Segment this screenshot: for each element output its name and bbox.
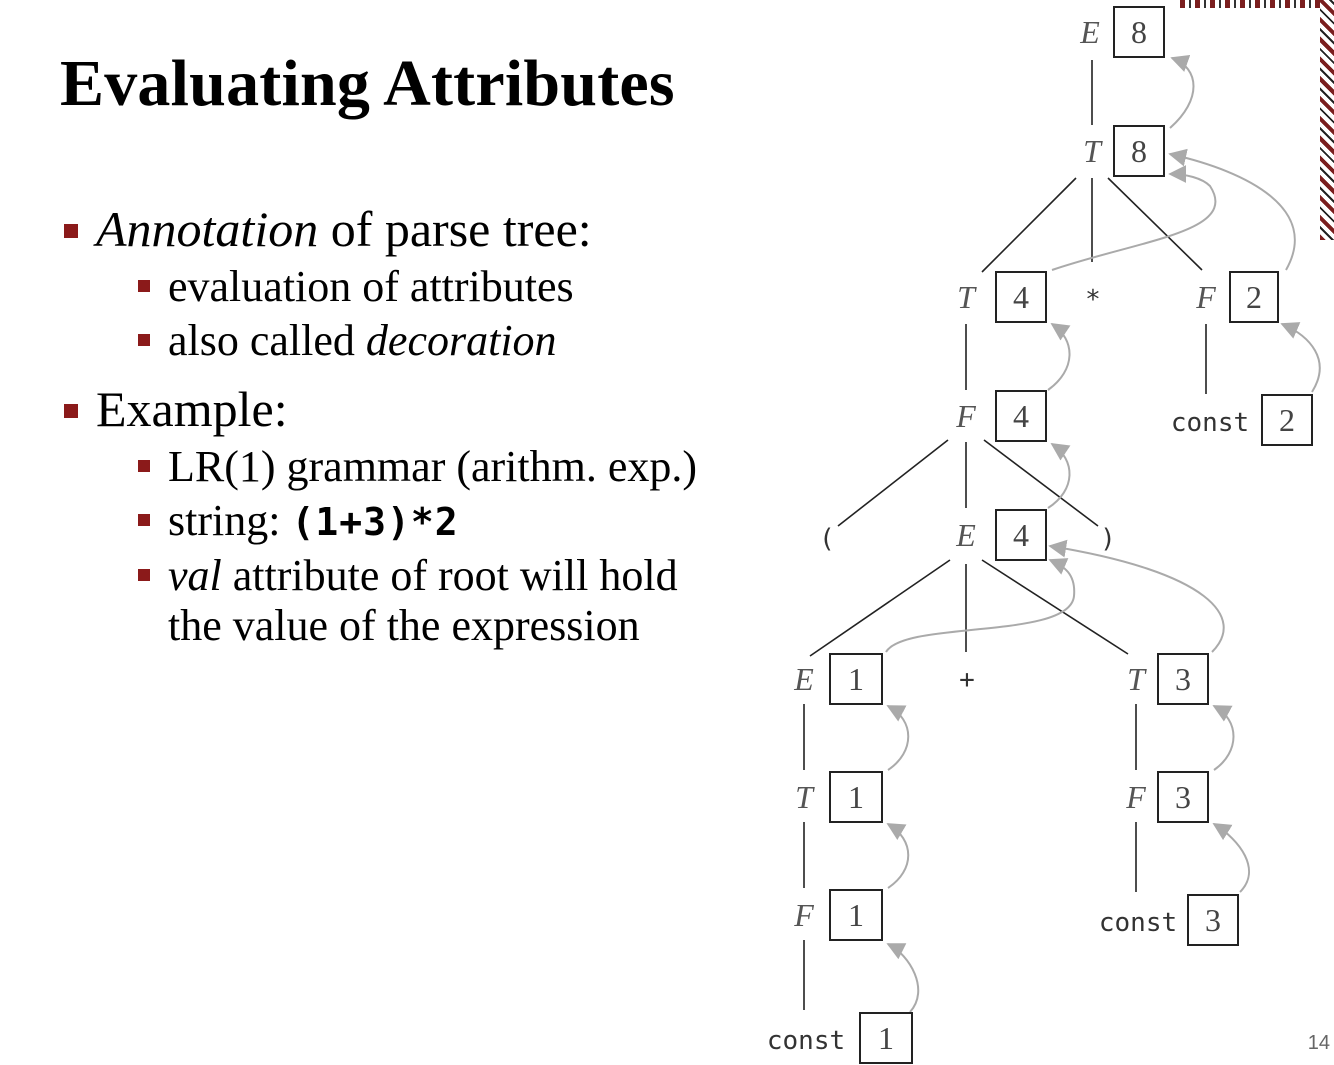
tree-node-label: * bbox=[1085, 285, 1101, 315]
tree-node-const_3: const 3 bbox=[1099, 895, 1238, 945]
attribute-value: 4 bbox=[1013, 398, 1029, 434]
tree-node-label: const bbox=[1171, 408, 1249, 438]
tree-node-label: F bbox=[793, 897, 814, 933]
tree-node-lparen: ( bbox=[819, 524, 835, 554]
tree-node-plus: + bbox=[959, 665, 975, 695]
attribute-flow-arrow-const_2-to-F_right bbox=[1282, 324, 1320, 392]
tree-node-label: T bbox=[795, 779, 815, 815]
tree-node-times: * bbox=[1085, 285, 1101, 315]
tree-node-label: ) bbox=[1100, 524, 1116, 554]
attribute-value: 1 bbox=[848, 897, 864, 933]
attribute-value: 1 bbox=[878, 1020, 894, 1056]
attribute-flow-arrow-const_1-to-F_l1 bbox=[888, 944, 918, 1012]
attribute-flow-arrow-F_r3-to-T_r3 bbox=[1214, 706, 1234, 770]
attribute-value: 4 bbox=[1013, 279, 1029, 315]
tree-node-const_2: const 2 bbox=[1171, 395, 1312, 445]
attribute-flow-arrow-T_l1-to-E_low bbox=[888, 706, 908, 770]
tree-node-label: const bbox=[1099, 908, 1177, 938]
tree-edge-E_mid-T_r3 bbox=[982, 560, 1128, 654]
attribute-flow-arrow-F_paren-to-T_left bbox=[1048, 324, 1070, 390]
attribute-flow-arrow-F_l1-to-T_l1 bbox=[888, 824, 908, 888]
attribute-flow-arrow-E_mid-to-F_paren bbox=[1048, 444, 1070, 508]
attribute-value: 3 bbox=[1175, 779, 1191, 815]
tree-node-label: E bbox=[1079, 14, 1100, 50]
tree-node-label: T bbox=[1083, 133, 1103, 169]
tree-node-label: + bbox=[959, 665, 975, 695]
tree-node-label: T bbox=[957, 279, 977, 315]
tree-edge-F_paren-lparen bbox=[838, 440, 948, 526]
attribute-flow-arrow-F_right-to-T_top bbox=[1170, 154, 1295, 270]
attribute-value: 1 bbox=[848, 779, 864, 815]
attribute-value: 4 bbox=[1013, 517, 1029, 553]
tree-node-label: F bbox=[955, 398, 976, 434]
attribute-flow-arrow-T_left-to-T_top bbox=[1052, 174, 1215, 270]
attribute-value: 3 bbox=[1205, 902, 1221, 938]
attribute-flow-arrow-T_top-to-E_root bbox=[1170, 58, 1194, 128]
attribute-flow-arrow-T_r3-to-E_mid bbox=[1050, 546, 1224, 652]
tree-edge-T_top-F_right bbox=[1108, 178, 1202, 270]
tree-node-label: E bbox=[793, 661, 814, 697]
tree-node-T_r3: T3 bbox=[1127, 654, 1208, 704]
tree-node-const_1: const 1 bbox=[767, 1013, 912, 1063]
attribute-value: 2 bbox=[1246, 279, 1262, 315]
attribute-value: 8 bbox=[1131, 14, 1147, 50]
attribute-value: 8 bbox=[1131, 133, 1147, 169]
tree-node-rparen: ) bbox=[1100, 524, 1116, 554]
tree-node-F_l1: F1 bbox=[793, 890, 882, 940]
tree-node-label: ( bbox=[819, 524, 835, 554]
tree-node-label: T bbox=[1127, 661, 1147, 697]
attribute-flow-arrow-const_3-to-F_r3 bbox=[1214, 824, 1249, 892]
tree-node-label: F bbox=[1125, 779, 1146, 815]
attribute-value: 2 bbox=[1279, 402, 1295, 438]
tree-node-label: const bbox=[767, 1026, 845, 1056]
attribute-value: 1 bbox=[848, 661, 864, 697]
attribute-value: 3 bbox=[1175, 661, 1191, 697]
tree-node-label: E bbox=[955, 517, 976, 553]
tree-edge-T_top-T_left bbox=[982, 178, 1076, 272]
tree-edge-E_mid-E_low bbox=[810, 560, 950, 656]
tree-node-label: F bbox=[1195, 279, 1216, 315]
page-number: 14 bbox=[1308, 1032, 1330, 1055]
attribute-flow-arrow-E_low-to-E_mid bbox=[886, 560, 1074, 652]
